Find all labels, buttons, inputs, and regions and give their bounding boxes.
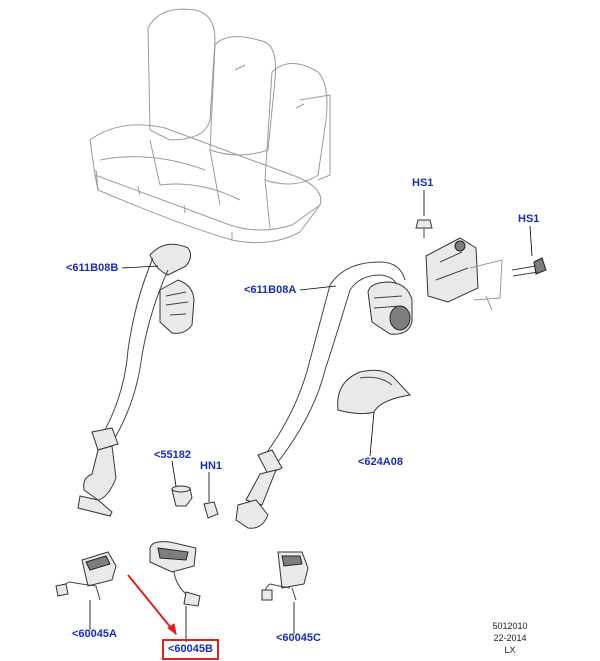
callout-buckle-a[interactable]: <60045A: [72, 628, 117, 640]
seatbelt-left: [77, 243, 195, 517]
callout-belt-right[interactable]: <611B08A: [244, 284, 297, 296]
callout-nut[interactable]: HN1: [200, 460, 223, 472]
seatbelt-right: [235, 261, 413, 529]
bolt-right-icon: [511, 257, 547, 277]
buckle-b-icon: [149, 541, 201, 607]
rear-seat-illustration: [89, 8, 331, 244]
cover-trim: [337, 369, 412, 415]
buckle-a-icon: [55, 551, 117, 601]
callout-buckle-c[interactable]: <60045C: [276, 632, 321, 644]
nut-hn1-icon: [203, 501, 219, 519]
reference-line-2: 22-2014: [493, 633, 527, 643]
reference-number: 5012010 22-2014 LX: [480, 620, 540, 656]
bolt-top-icon: [415, 219, 433, 238]
leader-lines: [89, 190, 533, 642]
callout-clip[interactable]: <55182: [154, 449, 192, 461]
reference-line-1: 5012010: [492, 621, 528, 631]
callout-belt-left[interactable]: <611B08B: [66, 262, 119, 274]
anchor-bracket: [425, 237, 503, 311]
reference-line-3: LX: [504, 645, 516, 655]
red-arrow-icon: [127, 574, 177, 636]
callout-cover[interactable]: <624A08: [358, 456, 403, 468]
callout-bolt-right[interactable]: HS1: [518, 213, 540, 225]
callout-bolt-top[interactable]: HS1: [412, 177, 434, 189]
callout-buckle-b[interactable]: <60045B: [162, 639, 219, 660]
buckle-c-icon: [261, 551, 309, 601]
clip-55182-icon: [171, 485, 193, 507]
